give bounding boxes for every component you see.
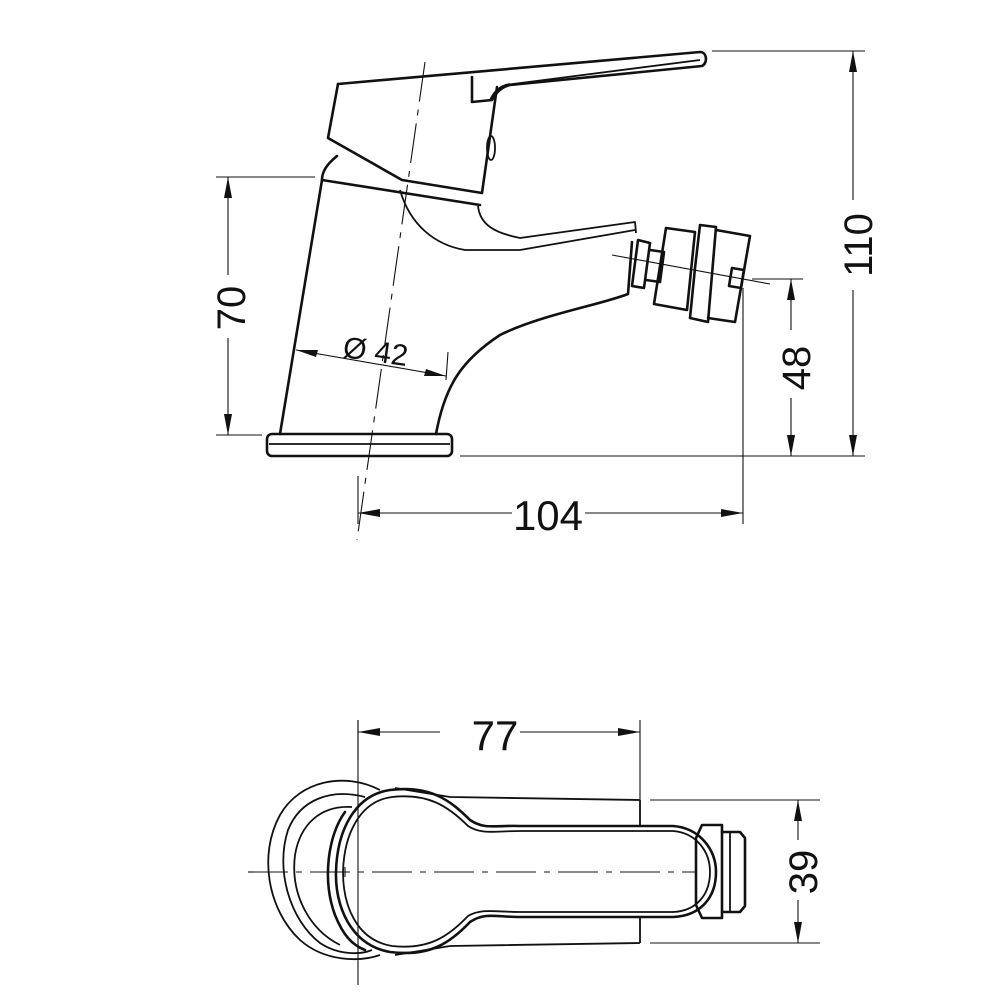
aerator-nozzle	[611, 223, 771, 324]
dim-110-label: 110	[837, 213, 881, 277]
base-plate	[265, 432, 454, 458]
top-view	[248, 779, 747, 960]
dimension-110: 110	[460, 50, 881, 457]
dim-diameter-label: Ø 42	[341, 331, 410, 373]
dimension-48: 48	[752, 278, 819, 456]
dim-104-label: 104	[513, 492, 583, 539]
dimension-104: 104	[357, 288, 744, 539]
body-centerline	[356, 61, 426, 541]
mixer-body	[278, 154, 637, 436]
dim-77-label: 77	[472, 712, 519, 759]
lever-handle	[326, 50, 708, 195]
dim-39-label: 39	[782, 850, 826, 895]
dimension-77: 77	[357, 712, 641, 800]
dimension-39: 39	[650, 799, 826, 944]
dimension-diameter-42: Ø 42	[295, 331, 449, 381]
dim-48-label: 48	[775, 346, 819, 391]
dim-70-label: 70	[210, 286, 254, 331]
dimension-70: 70	[210, 176, 315, 436]
